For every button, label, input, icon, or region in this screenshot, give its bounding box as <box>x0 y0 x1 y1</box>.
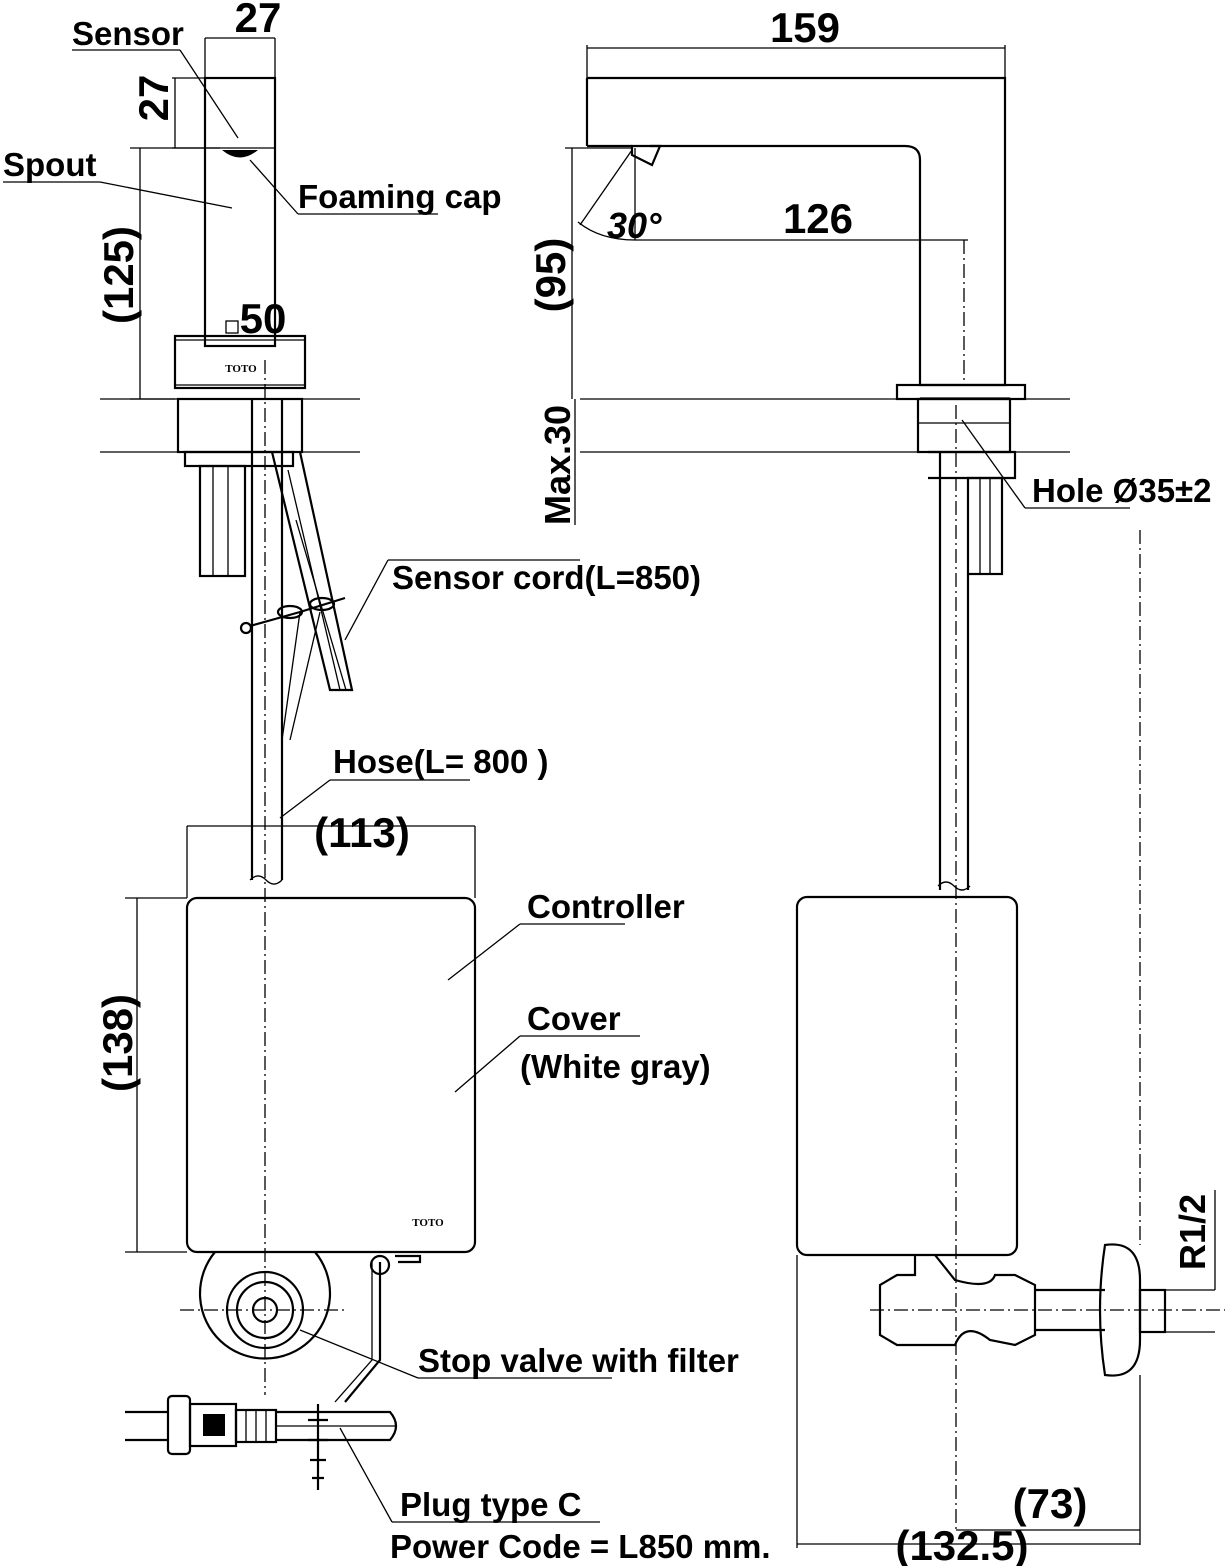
side-sensor-tip <box>630 144 662 167</box>
dim-angle: 30° <box>607 205 662 246</box>
label-hose: Hose(L= 800 ) <box>333 743 549 780</box>
wall-flange <box>1098 1243 1142 1377</box>
dim-controller-height: (138) <box>94 994 141 1092</box>
label-hole: Hole Ø35±2 <box>1032 472 1212 509</box>
side-view: 159 126 30° (95) Max.30 Hole Ø35±2 R1/2 … <box>527 4 1225 1566</box>
side-mounting-nut <box>966 476 1004 576</box>
dim-base-square: 50 <box>240 295 287 342</box>
label-plug-type: Plug type C <box>400 1486 582 1523</box>
stop-valve <box>198 1251 332 1360</box>
side-stop-valve <box>878 1254 1037 1347</box>
side-base <box>895 383 1027 401</box>
dim-body-height: (95) <box>527 238 574 313</box>
label-sensor-cord: Sensor cord(L=850) <box>392 559 701 596</box>
dim-controller-width: (113) <box>314 809 410 856</box>
power-cable <box>276 1410 398 1442</box>
label-sensor: Sensor <box>72 15 184 52</box>
label-power-code: Power Code = L850 mm. <box>390 1528 771 1565</box>
spout-body <box>203 76 277 348</box>
label-cover: Cover <box>527 1000 621 1037</box>
angle-arc <box>577 221 636 241</box>
label-controller: Controller <box>527 888 685 925</box>
dim-thread: R1/2 <box>1172 1194 1213 1270</box>
square-symbol <box>225 320 239 334</box>
controller-logo: TOTO <box>412 1217 444 1229</box>
label-cover-color: (White gray) <box>520 1048 711 1085</box>
front-view: TOTO TOTO <box>3 0 771 1565</box>
dim-spout-length: 159 <box>770 4 840 51</box>
power-plug <box>166 1394 192 1456</box>
dim-sensor-width: 27 <box>235 0 282 41</box>
dim-valve-offset: (73) <box>1013 1480 1088 1527</box>
sensor-cord <box>270 451 354 692</box>
dim-reach: 126 <box>783 195 853 242</box>
dim-spout-height: (125) <box>95 226 142 324</box>
side-controller-box <box>795 895 1019 1257</box>
base-logo: TOTO <box>225 363 257 375</box>
dim-sensor-height: 27 <box>130 75 177 122</box>
mounting-nut <box>198 464 247 578</box>
controller-box <box>185 896 477 1254</box>
label-spout: Spout <box>3 146 96 183</box>
spout-base <box>173 334 307 390</box>
label-stop-valve: Stop valve with filter <box>418 1342 739 1379</box>
dim-max-thickness: Max.30 <box>537 405 578 525</box>
foaming-cap <box>222 150 258 158</box>
label-foaming-cap: Foaming cap <box>298 178 502 215</box>
dim-total-depth: (132.5) <box>895 1522 1028 1566</box>
